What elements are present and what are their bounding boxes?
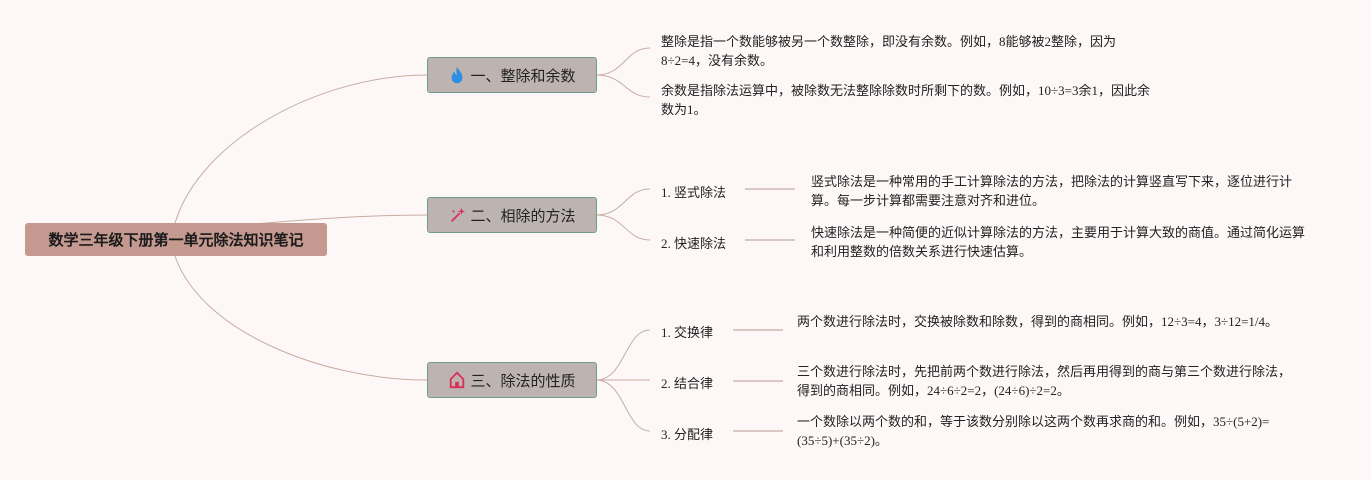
sub-item-desc: 两个数进行除法时，交换被除数和除数，得到的商相同。例如，12÷3=4，3÷12=… — [797, 314, 1279, 329]
fire-icon — [452, 66, 463, 84]
branch-label: 一、整除和余数 — [470, 66, 576, 85]
root-title: 数学三年级下册第一单元除法知识笔记 — [48, 231, 304, 249]
sub-item-label[interactable]: 1. 竖式除法 — [661, 185, 727, 200]
note-exact-division: 整除是指一个数能够被另一个数整除，即没有余数。例如，8能够被2整除，因为8÷2=… — [661, 34, 1117, 68]
root-node[interactable]: 数学三年级下册第一单元除法知识笔记 — [25, 223, 327, 256]
sub-item-label[interactable]: 2. 快速除法 — [661, 236, 727, 251]
sub-item-desc: 三个数进行除法时，先把前两个数进行除法，然后再用得到的商与第三个数进行除法，得到… — [797, 364, 1292, 398]
branch-label: 二、相除的方法 — [470, 206, 576, 225]
sub-item-desc: 竖式除法是一种常用的手工计算除法的方法，把除法的计算竖直写下来，逐位进行计算。每… — [811, 174, 1293, 208]
sub-item-label[interactable]: 1. 交换律 — [661, 325, 714, 340]
branch-node-2[interactable]: 二、相除的方法 — [427, 197, 597, 233]
sub-item-desc: 一个数除以两个数的和，等于该数分别除以这两个数再求商的和。例如，35÷(5+2)… — [797, 414, 1270, 448]
note-remainder: 余数是指除法运算中，被除数无法整除除数时所剩下的数。例如，10÷3=3余1，因此… — [661, 83, 1150, 117]
branch-node-3[interactable]: 三、除法的性质 — [427, 362, 597, 398]
branch-label: 三、除法的性质 — [470, 371, 576, 390]
branch-node-1[interactable]: 一、整除和余数 — [427, 57, 597, 93]
sub-item-desc: 快速除法是一种简便的近似计算除法的方法，主要用于计算大致的商值。通过简化运算和利… — [811, 225, 1306, 259]
sub-item-label[interactable]: 3. 分配律 — [661, 427, 714, 442]
magic-wand-icon — [451, 207, 466, 222]
sub-item-label[interactable]: 2. 结合律 — [661, 376, 714, 391]
home-icon — [450, 371, 465, 389]
